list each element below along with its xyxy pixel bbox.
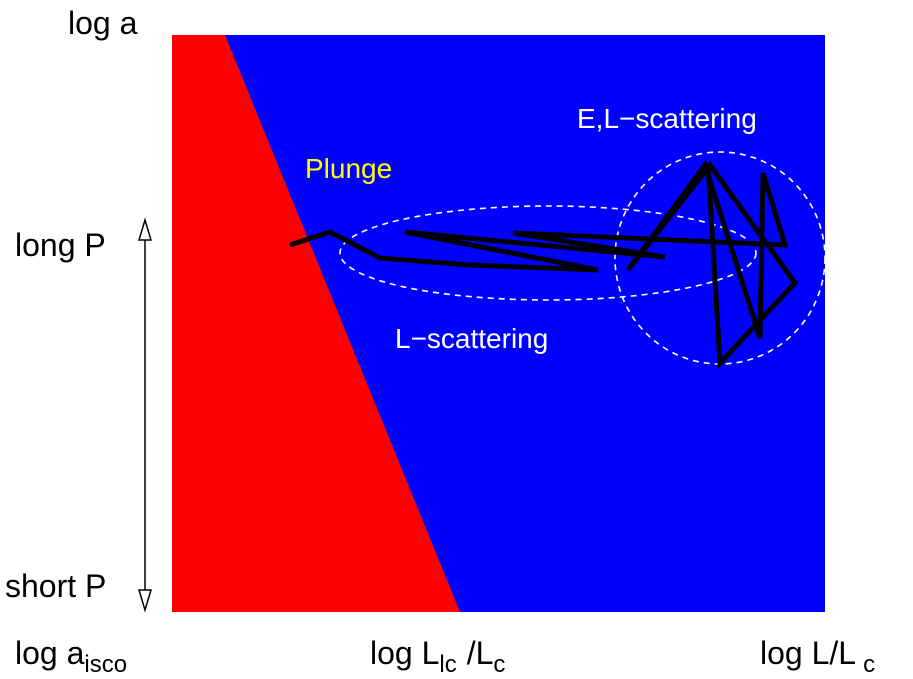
long-p-label: long P xyxy=(15,227,106,263)
x-axis-left-sub: isco xyxy=(84,651,127,678)
x-axis-middle-label: log Llc/Lc xyxy=(370,635,505,678)
l-scattering-label: L−scattering xyxy=(395,323,548,354)
x-axis-left-main: log a xyxy=(15,635,85,671)
short-p-label: short P xyxy=(5,568,106,604)
plunge-label: Plunge xyxy=(305,153,392,184)
x-axis-right-label: log L/L c xyxy=(760,635,875,678)
x-axis-right-main: log L/L xyxy=(760,635,856,671)
plunge-region xyxy=(172,35,460,612)
el-scattering-label: E,L−scattering xyxy=(577,103,757,134)
x-axis-middle-sub2: c xyxy=(493,651,505,678)
x-axis-middle-part1: log L xyxy=(370,635,439,671)
double-headed-arrow-icon xyxy=(137,217,153,613)
l-scattering-boundary xyxy=(339,205,757,301)
y-axis-top-label: log a xyxy=(68,5,138,41)
trajectory-line xyxy=(289,159,799,369)
x-axis-middle-sub1: lc xyxy=(439,651,456,678)
x-axis-left-label: log aisco xyxy=(15,635,127,678)
x-axis-right-sub: c xyxy=(863,651,875,678)
x-axis-middle-part2: /L xyxy=(467,635,494,671)
